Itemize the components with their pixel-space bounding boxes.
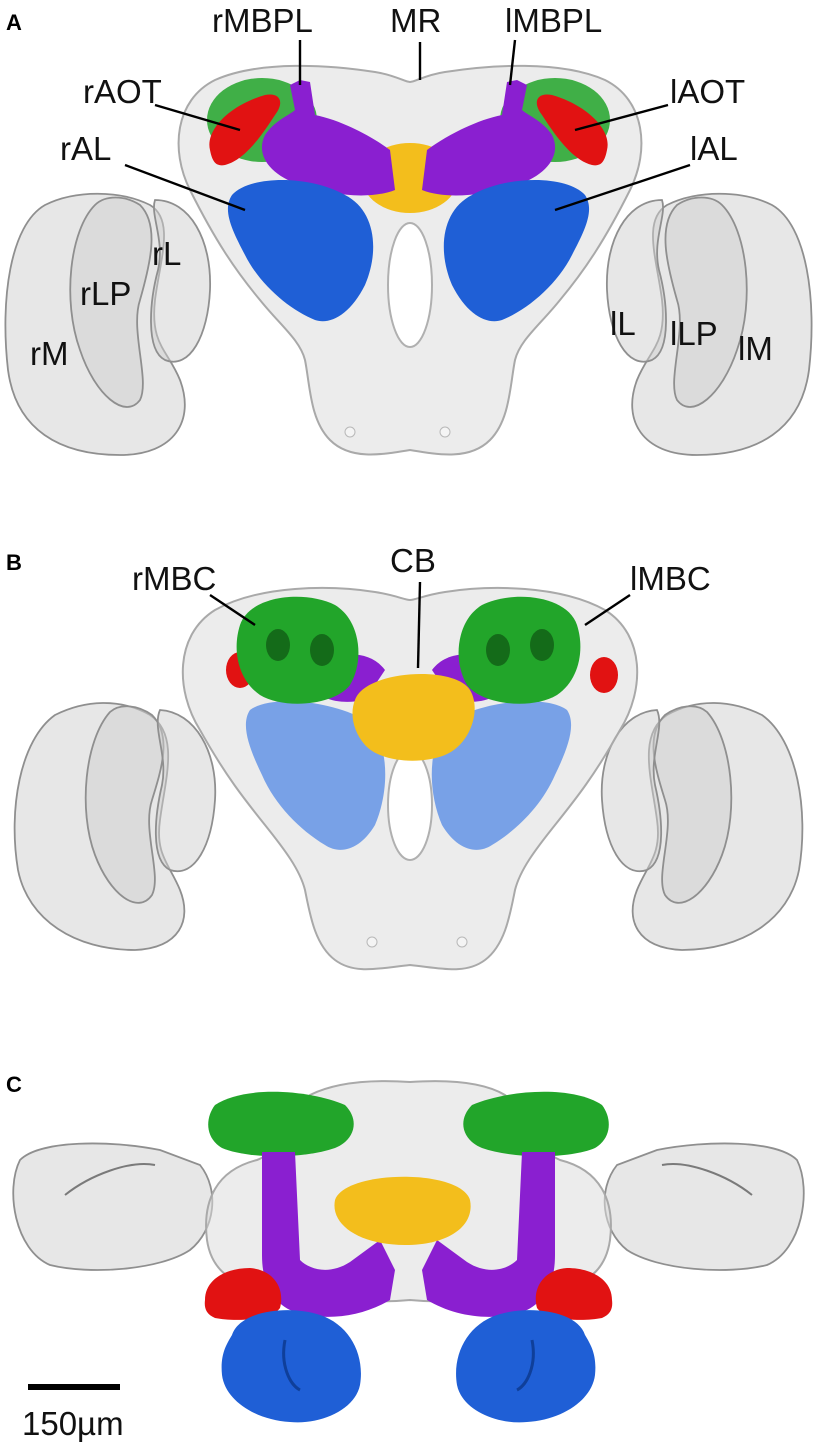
right-peduncle-a bbox=[261, 80, 395, 196]
left-peduncle-c bbox=[422, 1152, 555, 1317]
label-cb: CB bbox=[390, 542, 436, 579]
left-optic-lobe-b bbox=[600, 702, 804, 951]
right-optic-lobe-b bbox=[13, 702, 217, 951]
right-peduncle-c bbox=[262, 1152, 395, 1317]
label-rm: rM bbox=[30, 335, 68, 372]
right-aot-c bbox=[204, 1268, 282, 1320]
label-llp: lLP bbox=[670, 315, 718, 352]
label-rmbpl: rMBPL bbox=[212, 2, 313, 39]
label-lal: lAL bbox=[690, 130, 738, 167]
label-rl: rL bbox=[152, 235, 181, 272]
left-aot-a bbox=[536, 94, 608, 166]
panel-a: A bbox=[4, 2, 813, 456]
left-aot-b bbox=[590, 657, 618, 693]
label-lmbc: lMBC bbox=[630, 560, 711, 597]
right-antennal-lobe-a bbox=[227, 180, 374, 322]
label-ral: rAL bbox=[60, 130, 111, 167]
left-optic-lobe-c bbox=[603, 1142, 805, 1271]
left-calyx-c bbox=[463, 1091, 609, 1157]
right-optic-lobe-c bbox=[12, 1142, 214, 1271]
central-body-b bbox=[352, 673, 475, 761]
panel-a-letter: A bbox=[6, 10, 22, 35]
right-antennal-lobe-c bbox=[221, 1310, 361, 1423]
label-ll: lL bbox=[610, 305, 636, 342]
panel-b: B rMB bbox=[6, 542, 804, 971]
left-aot-c bbox=[535, 1268, 613, 1320]
right-aot-a bbox=[209, 94, 281, 166]
left-antennal-lobe-c bbox=[456, 1310, 596, 1423]
esophageal-foramen-a bbox=[387, 222, 433, 348]
right-calyx-b bbox=[236, 596, 359, 704]
left-antennal-lobe-b bbox=[431, 701, 572, 850]
central-body-c bbox=[334, 1176, 471, 1245]
right-optic-lobe bbox=[4, 192, 211, 456]
panel-b-letter: B bbox=[6, 550, 22, 575]
scale-bar-label: 150µm bbox=[22, 1405, 124, 1442]
label-raot: rAOT bbox=[83, 73, 162, 110]
label-lm: lM bbox=[738, 330, 773, 367]
label-rmbc: rMBC bbox=[132, 560, 216, 597]
left-antennal-lobe-a bbox=[443, 180, 590, 322]
label-mr: MR bbox=[390, 2, 441, 39]
esophageal-foramen-b bbox=[387, 749, 433, 861]
panel-c-letter: C bbox=[6, 1072, 22, 1097]
right-calyx-c bbox=[208, 1091, 354, 1157]
label-laot: lAOT bbox=[670, 73, 745, 110]
left-peduncle-a bbox=[422, 80, 556, 196]
panel-c: C 150µm bbox=[6, 1072, 805, 1442]
left-calyx-b bbox=[458, 596, 581, 704]
left-optic-lobe bbox=[606, 192, 813, 456]
right-antennal-lobe-b bbox=[245, 701, 386, 850]
label-rlp: rLP bbox=[80, 275, 131, 312]
label-lmbpl: lMBPL bbox=[505, 2, 602, 39]
